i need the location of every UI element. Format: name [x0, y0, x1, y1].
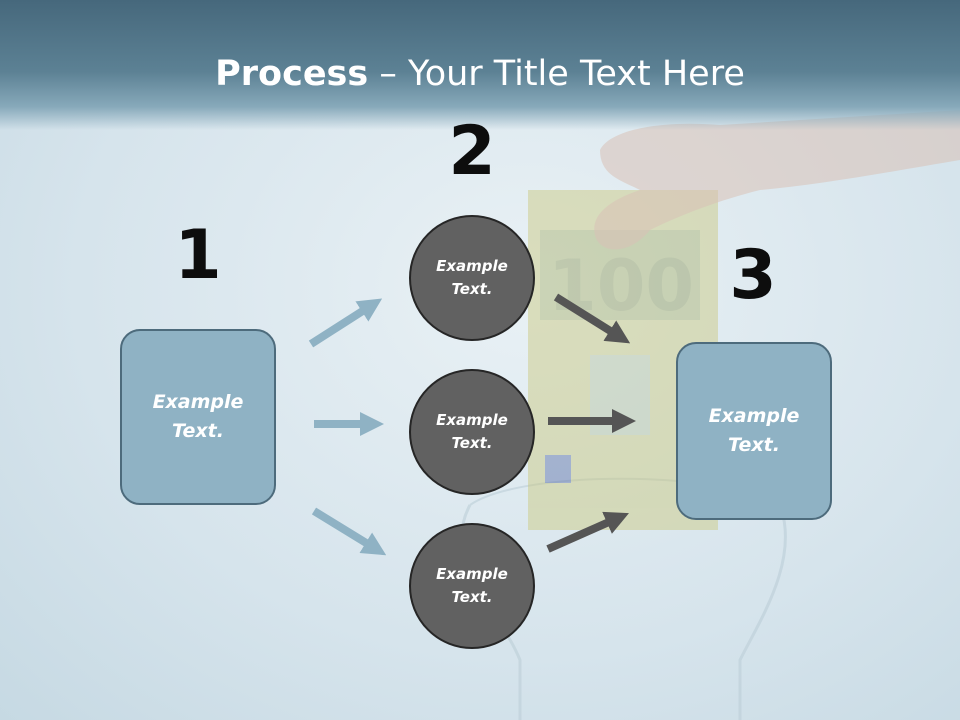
step-number-2: 2 [448, 112, 496, 191]
page-title: Process – Your Title Text Here [0, 52, 960, 96]
arrow-1-to-circle-bottom [311, 507, 387, 556]
arrow-circle-bottom-to-3 [546, 511, 629, 553]
step-1-text: Example Text. [152, 391, 244, 442]
step-number-3: 3 [729, 236, 777, 315]
svg-text:100: 100 [548, 245, 694, 327]
step-3-text: Example Text. [708, 405, 800, 456]
step-2-circle-bottom: Example Text. [409, 523, 535, 649]
circle-top-text: Example Text. [436, 257, 508, 298]
step-2-circle-top: Example Text. [409, 215, 535, 341]
arrow-circle-top-to-3 [553, 293, 631, 344]
title-rest: – Your Title Text Here [368, 54, 745, 94]
step-2-circle-middle: Example Text. [409, 369, 535, 495]
step-number-1: 1 [174, 216, 222, 295]
step-3-box: Example Text. [676, 342, 832, 520]
arrow-1-to-circle-top [308, 298, 383, 348]
circle-middle-text: Example Text. [436, 411, 508, 452]
hand-illustration [594, 110, 960, 250]
circle-bottom-text: Example Text. [436, 565, 508, 606]
title-bar [0, 0, 960, 130]
title-bold: Process [215, 54, 369, 94]
step-1-box: Example Text. [120, 329, 276, 505]
